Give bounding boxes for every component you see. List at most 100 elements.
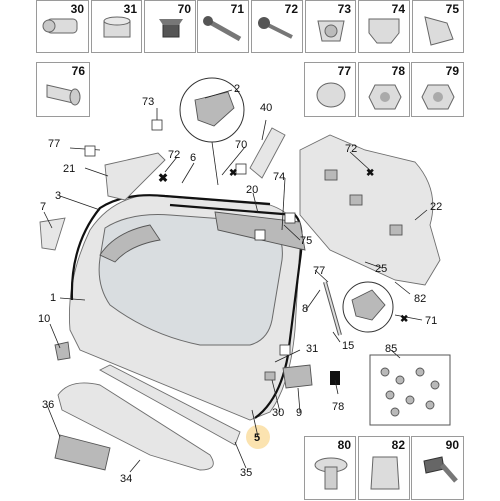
callout-75: 75	[300, 235, 312, 247]
part-number: 77	[337, 64, 351, 78]
leader-lines	[43, 89, 428, 473]
callout-box-73	[151, 119, 163, 131]
part-cell-70: 70	[144, 0, 196, 53]
hinge-detail	[179, 77, 245, 186]
tailgate-panel	[69, 194, 303, 421]
callout-22: 22	[430, 201, 442, 213]
callout-31: 31	[306, 343, 318, 355]
callout-box-77	[84, 145, 96, 157]
callout-77-right: 77	[313, 265, 325, 277]
license-plate-36	[54, 434, 111, 471]
callout-82: 82	[414, 293, 426, 305]
screw-30	[264, 371, 276, 381]
callout-71: 71	[425, 315, 437, 327]
callout-34: 34	[120, 473, 132, 485]
handle-7	[39, 217, 66, 251]
bumper-10	[54, 341, 71, 361]
part-cell-78: 78	[358, 62, 410, 117]
spoiler-bracket	[104, 152, 166, 201]
callout-2: 2	[234, 83, 240, 95]
callout-74: 74	[273, 171, 285, 183]
callout-40: 40	[260, 102, 272, 114]
part-cell-90: 90	[411, 436, 464, 500]
clip-icon	[370, 456, 400, 490]
callout-73: 73	[142, 96, 154, 108]
part-cell-30: 30	[36, 0, 89, 53]
callout-7: 7	[40, 201, 46, 213]
callout-5: 5	[254, 432, 260, 444]
part-78-block	[330, 371, 340, 385]
callout-35: 35	[240, 467, 252, 479]
part-number: 30	[70, 2, 84, 16]
callout-10: 10	[38, 313, 50, 325]
screw-icon	[258, 17, 293, 39]
lock-9	[282, 364, 313, 389]
callout-20: 20	[246, 184, 258, 196]
part-number: 31	[123, 2, 137, 16]
callout-78: 78	[332, 401, 344, 413]
part-number: 76	[71, 64, 85, 78]
plug-icon	[46, 84, 81, 106]
callout-labels: 1 2 3 5 6 7 8 9 10 15 20 21 22 25 30 31 …	[38, 83, 442, 485]
part-cell-80: 80	[304, 436, 356, 500]
callout-6: 6	[190, 152, 196, 164]
screw-icon	[423, 456, 458, 483]
callout-77-left: 77	[48, 138, 60, 150]
gas-strut-15	[323, 281, 342, 336]
callout-3: 3	[55, 190, 61, 202]
part-cell-72: 72	[251, 0, 303, 53]
part-number: 80	[337, 438, 351, 452]
trim-clip-b	[349, 194, 363, 206]
lower-trim-34	[57, 382, 214, 471]
part-number: 82	[391, 438, 405, 452]
bolt-icon	[42, 18, 78, 34]
push-clip-icon	[314, 457, 348, 490]
part-number: 75	[445, 2, 459, 16]
callout-1: 1	[50, 292, 56, 304]
part-number: 78	[391, 64, 405, 78]
callout-box-70	[235, 163, 247, 175]
screw-icon	[203, 16, 242, 42]
clip-icon	[316, 82, 346, 108]
fastener-kit-85	[369, 354, 451, 426]
callout-box-31	[279, 344, 291, 356]
part-40-strip	[249, 127, 286, 179]
part-cell-76: 76	[36, 62, 90, 117]
cross-mark-c: ✖	[366, 168, 374, 179]
part-cell-73: 73	[305, 0, 356, 53]
cross-mark-d: ✖	[400, 314, 408, 325]
callout-8: 8	[302, 303, 308, 315]
callout-72-left: 72	[168, 149, 180, 161]
nut-icon	[103, 16, 131, 38]
part-cell-71: 71	[197, 0, 249, 53]
part-cell-82: 82	[358, 436, 410, 500]
callout-box-75	[284, 212, 296, 224]
callout-36: 36	[42, 399, 54, 411]
trim-clip-a	[324, 169, 338, 181]
part-number: 72	[284, 2, 298, 16]
clip-icon	[368, 18, 400, 44]
callout-25: 25	[375, 263, 387, 275]
callout-70: 70	[235, 139, 247, 151]
part-cell-75: 75	[412, 0, 464, 53]
part-cell-74: 74	[358, 0, 410, 53]
callout-21: 21	[63, 163, 75, 175]
part-number: 74	[391, 2, 405, 16]
part-cell-79: 79	[411, 62, 464, 117]
clip-icon	[424, 16, 454, 46]
clip-icon	[317, 20, 345, 42]
part-number: 70	[177, 2, 191, 16]
part-number: 79	[445, 64, 459, 78]
callout-15: 15	[342, 340, 354, 352]
cross-mark-b: ✖	[229, 168, 237, 179]
trim-clip-c	[389, 224, 403, 236]
callout-85: 85	[385, 343, 397, 355]
callout-72-right: 72	[345, 143, 357, 155]
part-number: 71	[230, 2, 244, 16]
callout-box-20	[254, 229, 266, 241]
part-number: 73	[337, 2, 351, 16]
bracket-detail	[342, 281, 394, 333]
cross-mark-a: ✖	[158, 171, 168, 185]
nut-icon	[421, 84, 455, 110]
